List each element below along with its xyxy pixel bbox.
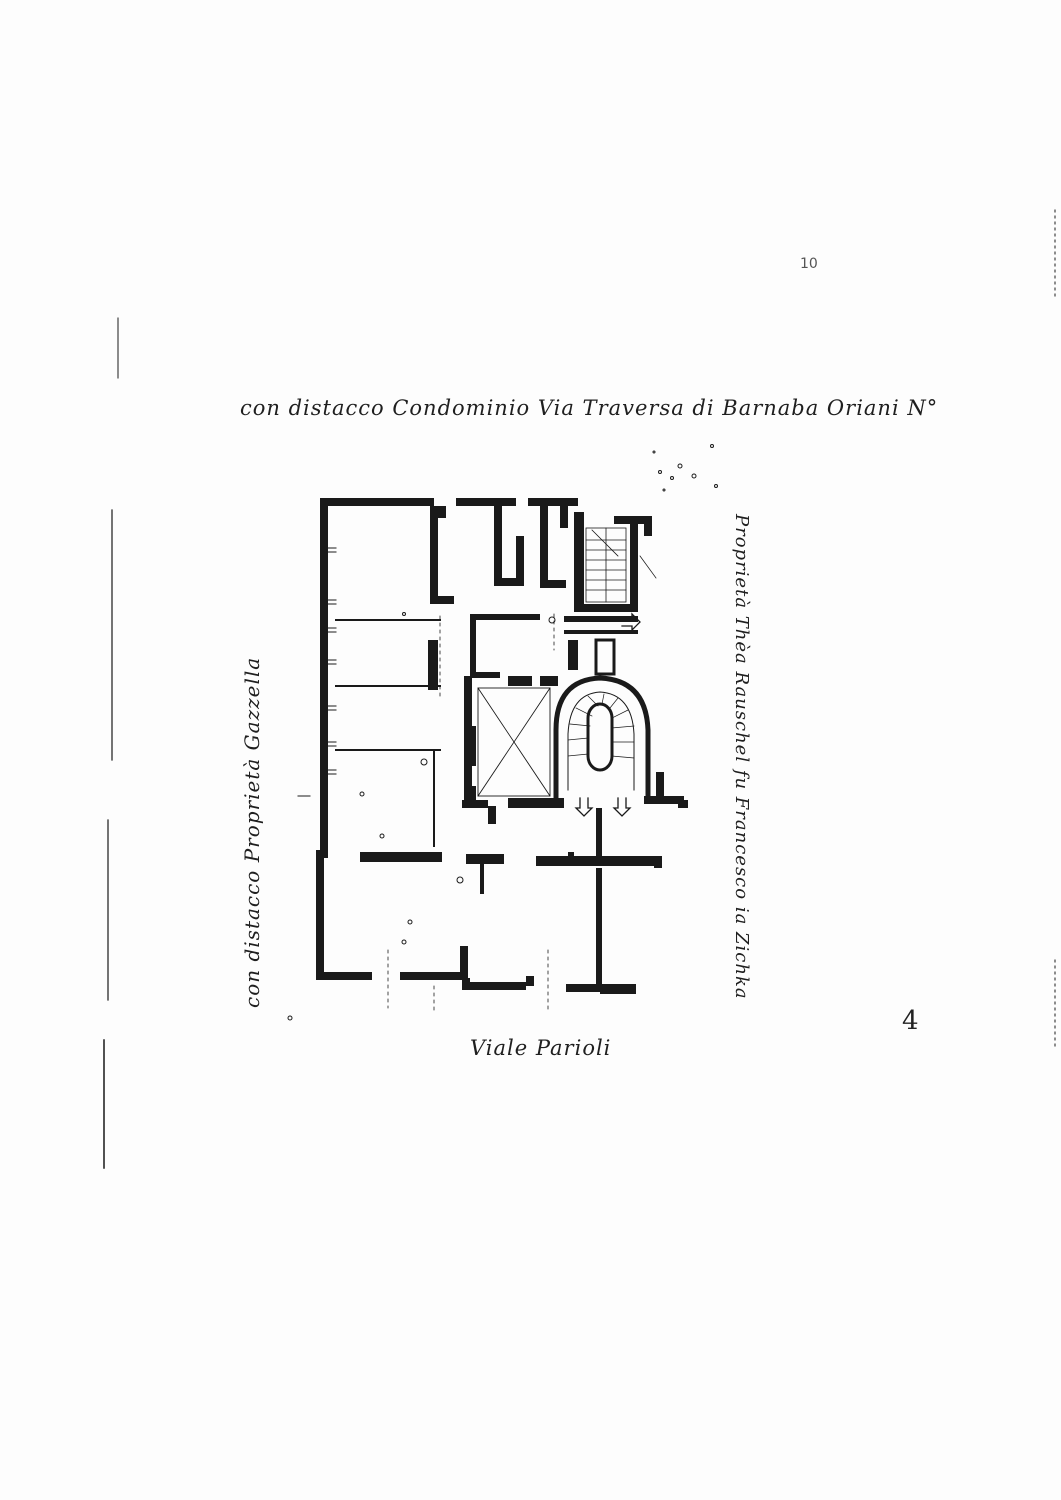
outer-walls [316,498,636,994]
right-boundary-label: Proprietà Thèa Rauschel fu Francesco ia … [731,514,752,1000]
left-boundary-label: con distacco Proprietà Gazzella [240,656,264,1008]
central-core [428,614,578,824]
bottom-street-label: Viale Parioli [470,1036,612,1060]
lower-walls [360,808,662,986]
light-well-void [477,687,551,797]
left-wall-windows [297,547,337,797]
upper-rooms [430,506,652,612]
entrance-arrows [574,612,641,817]
side-number-mark: 4 [902,1006,919,1036]
top-boundary-label: con distacco Condominio Via Traversa di … [240,396,939,420]
page-number-mark: 10 [800,256,818,272]
left-room-partitions [335,619,441,847]
straight-staircase [585,527,657,603]
right-side-walls [564,616,688,808]
spiral-staircase [553,638,651,799]
dashed-axis-marks [387,613,555,1011]
fixture-marks [287,444,718,1021]
